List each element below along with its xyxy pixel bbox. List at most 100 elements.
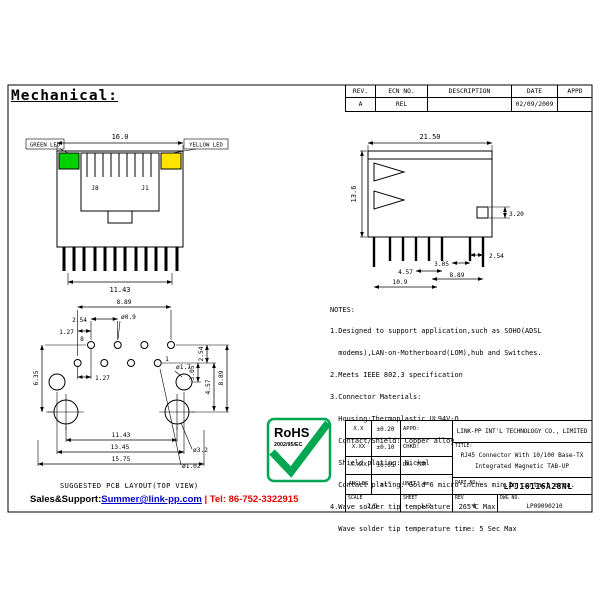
company-name: LINK-PP INT'L TECHNOLOGY CO., LIMITED: [456, 428, 588, 435]
green-led: [58, 152, 80, 170]
pcb-hole-callouts: ø3.2 ø1.02: [159, 368, 208, 470]
dim-label: 4.57: [205, 379, 212, 394]
tolerance-value: ±0.20: [376, 425, 395, 433]
dim-label: 13.6: [350, 186, 358, 203]
shield-hole-left: [48, 373, 66, 391]
dim-label: 1.27: [59, 329, 74, 336]
support-email-link[interactable]: Summer@link-pp.com: [101, 494, 202, 505]
side-pin-dimensions: 2.54 3.05 4.57 8.89 10.9: [373, 253, 504, 289]
notes-line: 4.Wave solder tip temperature: 265℃ Max: [330, 502, 496, 511]
pcb-shield-hole-callout: ø1.7: [174, 364, 191, 378]
chkd-label: CHKD:: [403, 444, 420, 450]
dim-label: 3.05: [434, 261, 449, 268]
tolerance-label: X.XX: [351, 444, 366, 450]
hole-post-label: ø3.2: [193, 447, 208, 454]
locating-post: [476, 206, 489, 219]
sheet-value: 1/2: [420, 502, 432, 510]
dim-label: 15.75: [112, 456, 131, 463]
dim-label: 21.50: [419, 133, 440, 141]
jack-latch-slot: [107, 210, 133, 224]
dim-label: 6.35: [33, 370, 40, 385]
emi-fingers: [62, 247, 179, 271]
footer-contact: Sales&Support:Summer@link-pp.com | Tel: …: [30, 494, 298, 505]
rev-cell-description: [427, 98, 511, 112]
sheet-frame: [7, 84, 593, 513]
notes-line: Contact plating: Gold 6 micro-inches min…: [338, 480, 575, 489]
dim-label: 16.0: [112, 133, 129, 141]
through-hole-pins: [372, 237, 485, 267]
jack-pin-right-label: J1: [141, 185, 149, 192]
rohs-directive: 2002/95/EC: [274, 442, 303, 448]
dim-label: 3.05: [189, 365, 196, 380]
yellow-led: [160, 152, 182, 170]
revision-table: REV. ECN NO. DESCRIPTION DATE APPD A REL…: [345, 85, 592, 112]
dim-label: 8.89: [450, 272, 465, 279]
tolerance-value: ±0.10: [376, 443, 395, 451]
rev-cell-rev: A: [345, 98, 375, 112]
dim-label: 2.54: [72, 317, 87, 324]
notes-line: Wave solder tip temperature time: 5 Sec …: [330, 524, 517, 533]
front-pin-span-dimension: 11.43: [67, 273, 173, 294]
rev-header-date: DATE: [511, 85, 557, 98]
side-height-dimension: 13.6: [350, 150, 367, 238]
hole-shield-label: ø1.7: [176, 364, 191, 371]
rev-header-appd: APPD: [557, 85, 592, 98]
footer-separator: |: [201, 494, 210, 505]
drawing-title-line2: Integrated Magnetic TAB-UP: [475, 462, 569, 470]
page-title: Mechanical:: [11, 88, 119, 104]
dim-label: 3.20: [509, 211, 524, 218]
dr-cell: DR: TOM: [403, 456, 451, 474]
rohs-mark: RoHS 2002/95/EC: [266, 417, 332, 483]
rev-header-rev: REV.: [345, 85, 375, 98]
jack-pin-left-label: J8: [91, 185, 99, 192]
notes: NOTES: 1.Designed to support application…: [330, 292, 592, 547]
pin-1-label: 1: [165, 356, 169, 363]
rev-label: REV: [455, 496, 464, 501]
support-label: Sales&Support:: [30, 494, 102, 505]
notes-line: Shield plating: Nickel: [330, 458, 430, 467]
pcb-right-dimensions: 2.54 3.05 4.57 8.89: [162, 344, 229, 413]
green-led-label: GREEN LED: [30, 143, 61, 149]
title-label: TITLE:: [455, 444, 473, 449]
latch-spring-upper: [373, 162, 406, 182]
unit-value: mm: [422, 481, 430, 487]
side-view: [367, 150, 493, 267]
tolerance-label: X.XXX: [350, 462, 367, 468]
pcb-left-dimension: 6.35: [33, 344, 86, 413]
title-block: X.X ±0.20 X.XX ±0.10 X.XXX ±0.05 ANGLES …: [345, 420, 592, 512]
appd-label: APPD:: [403, 426, 420, 432]
notes-line: 1.Designed to support application,such a…: [330, 327, 542, 336]
latch-spring-lower: [373, 190, 406, 210]
part-number: LPJ16116A28NL: [503, 481, 573, 491]
hole-pin-label: ø1.02: [182, 463, 201, 470]
dim-label: 11.43: [112, 432, 131, 439]
pcb-mid-dimension: 1.27: [77, 349, 110, 382]
rohs-border: [266, 417, 332, 483]
jack-contacts: [86, 153, 152, 177]
rev-cell-appd: [557, 98, 592, 112]
notes-line: 3.Connector Materials:: [330, 393, 422, 402]
rev-value: A: [472, 502, 477, 510]
notes-line: Contact/Shield: Copper alloy: [330, 436, 455, 445]
side-post-dimension: 3.20: [489, 206, 524, 219]
pcb-layout: 8 1: [48, 336, 195, 430]
rev-cell-date: 02/09/2009: [511, 98, 557, 112]
dwg-no-label: DWG NO.: [500, 496, 521, 501]
yellow-led-callout: YELLOW LED: [171, 138, 229, 154]
jack-opening: [80, 152, 160, 212]
tolerance-label: ANGLES: [348, 481, 369, 487]
dim-label: 8.89: [218, 370, 225, 385]
dr-label: DR:: [403, 462, 413, 468]
dim-label: 2.54: [489, 253, 504, 260]
rev-header-description: DESCRIPTION: [427, 85, 511, 98]
notes-line: 2.Meets IEEE 802.3 specification: [330, 371, 463, 380]
tolerance-label: X.X: [353, 426, 364, 432]
tolerance-value: ±0.05: [376, 461, 395, 469]
tolerance-value: ±1°: [380, 480, 391, 488]
dim-label: 11.43: [109, 286, 130, 294]
dim-label: 1.27: [95, 375, 110, 382]
pcb-top-dimensions: 8.89 2.54 1.27 ø0.9: [59, 299, 172, 356]
support-phone: Tel: 86-752-3322915: [209, 494, 299, 505]
pcb-bottom-dimensions: 11.43 13.45 15.75: [37, 392, 205, 466]
